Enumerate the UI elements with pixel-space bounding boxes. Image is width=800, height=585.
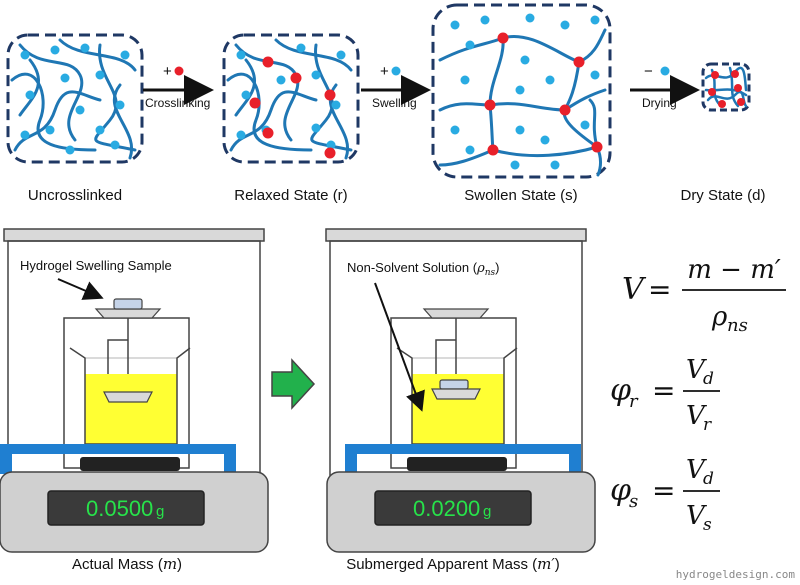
svg-text:V: V — [686, 355, 707, 385]
relaxed-network — [222, 33, 360, 164]
solvent-dot-icon — [660, 66, 670, 76]
svg-text:V: V — [622, 272, 647, 307]
hydrogel-sample — [113, 298, 143, 310]
annotation-non-solvent: Non-Solvent Solution (ρns) — [347, 260, 500, 278]
swelling-arrow: + Swelling — [361, 63, 431, 110]
svg-text:s: s — [629, 491, 638, 512]
label-uncrosslinked: Uncrosslinked — [28, 187, 122, 204]
drying-arrow: − Drying — [630, 63, 700, 110]
reading-value: 0.0200 — [413, 496, 480, 521]
scale-display — [47, 490, 205, 526]
svg-text:d: d — [703, 369, 714, 389]
svg-text:r: r — [703, 415, 712, 435]
svg-text:d: d — [703, 469, 714, 489]
caption-actual-mass: Actual Mass (m) — [72, 555, 182, 573]
svg-text:V: V — [686, 501, 707, 531]
balance-actual-mass: 0.0500 g Hydrogel Swelling Sample — [0, 228, 269, 553]
label-swollen-state: Swollen State (s) — [464, 187, 577, 204]
uncrosslinked-network — [6, 33, 144, 164]
svg-text:ns: ns — [727, 315, 748, 336]
step-crosslinking: Crosslinking — [145, 96, 210, 110]
dry-network — [701, 62, 751, 112]
svg-text:φ: φ — [610, 373, 631, 408]
step-swelling: Swelling — [372, 96, 417, 110]
svg-text:V: V — [686, 455, 707, 485]
svg-text:=: = — [652, 374, 675, 407]
caption-submerged-mass: Submerged Apparent Mass (m′) — [346, 555, 560, 573]
svg-text:ρ: ρ — [711, 302, 728, 332]
watermark: hydrogeldesign.com — [676, 568, 796, 581]
label-relaxed-state: Relaxed State (r) — [234, 187, 347, 204]
equation-volume: V = m − m′ ρ ns — [622, 255, 786, 336]
green-arrow-icon — [271, 358, 316, 410]
svg-text:s: s — [703, 515, 712, 535]
annotation-hydrogel-sample: Hydrogel Swelling Sample — [20, 258, 172, 273]
crosslinking-arrow: + Crosslinking — [143, 63, 214, 110]
non-solvent-liquid — [85, 374, 177, 444]
svg-text:m − m′: m − m′ — [687, 255, 781, 285]
svg-text:r: r — [629, 391, 639, 412]
equation-phi-s: φ s = V d V s — [610, 455, 720, 535]
reading-unit: g — [483, 503, 491, 520]
reading-unit: g — [156, 503, 164, 520]
swollen-network — [431, 3, 612, 179]
label-dry-state: Dry State (d) — [680, 187, 765, 204]
svg-text:=: = — [648, 273, 671, 306]
scale-display — [374, 490, 532, 526]
svg-text:=: = — [652, 474, 675, 507]
solvent-dot-icon — [391, 66, 401, 76]
svg-text:φ: φ — [610, 473, 631, 508]
equation-phi-r: φ r = V d V r — [610, 355, 720, 435]
balance-submerged-mass: 0.0200 g Non-Solvent Solution (ρns) — [325, 228, 596, 553]
plus-sign: + — [380, 63, 389, 80]
hydrogel-sample — [439, 379, 469, 390]
crosslink-dot-icon — [174, 66, 184, 76]
reading-value: 0.0500 — [86, 496, 153, 521]
step-drying: Drying — [642, 96, 677, 110]
minus-sign: − — [644, 63, 653, 80]
plus-sign: + — [163, 63, 172, 80]
svg-text:V: V — [686, 401, 707, 431]
